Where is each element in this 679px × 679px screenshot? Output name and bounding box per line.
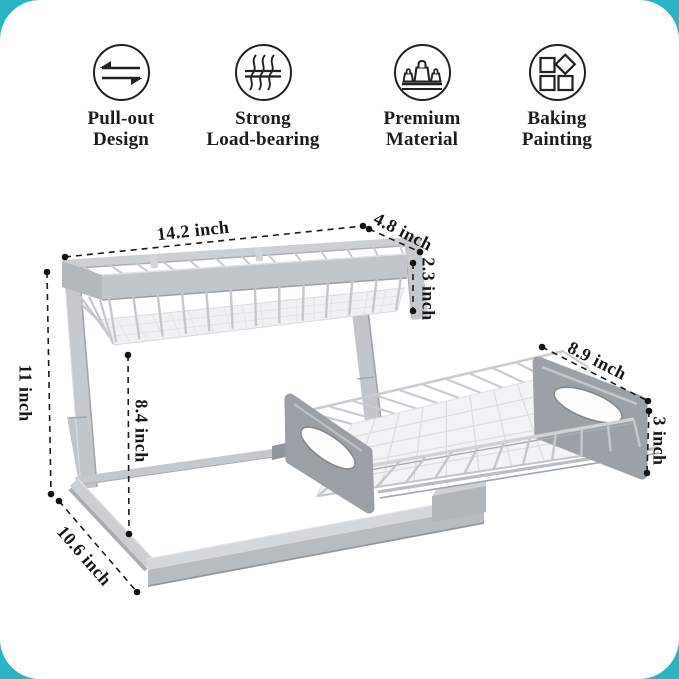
feature-circle xyxy=(234,44,292,101)
drawer-left-panel xyxy=(284,393,375,514)
dim-total-height-label: 11 inch xyxy=(15,364,36,422)
dim-line-total-height xyxy=(46,271,52,495)
left-panel-handle-cutout xyxy=(300,426,356,470)
dim-line-base-depth xyxy=(58,500,138,593)
drawer-right-panel xyxy=(532,356,648,480)
base-frame xyxy=(68,446,485,587)
dimension-lines xyxy=(46,225,650,593)
right-panel-handle-cutout xyxy=(553,386,623,424)
weights-platform-icon xyxy=(402,59,442,90)
feature-circle xyxy=(528,44,586,101)
dim-line-top-length xyxy=(64,225,364,258)
dim-line-drawer-depth xyxy=(541,346,649,402)
feature-circle xyxy=(92,44,150,101)
bottom-drawer xyxy=(272,349,648,514)
top-basket xyxy=(61,236,428,346)
left-post xyxy=(63,266,98,490)
dim-line-top-depth xyxy=(368,228,421,253)
squares-diamond-icon xyxy=(539,52,577,91)
top-basket-left-wires xyxy=(66,289,115,345)
slide-rail xyxy=(377,446,660,522)
top-basket-front-wires xyxy=(107,276,403,343)
dim-drawer-height-label: 3 inch xyxy=(649,416,670,466)
dim-top-height-label: 2.3 inch xyxy=(418,257,439,321)
dim-line-under-clearance xyxy=(127,354,130,535)
pull-out-arrows-icon xyxy=(99,60,143,85)
drawer-back-wires xyxy=(305,351,589,426)
feature-circle xyxy=(393,44,451,101)
dim-under-clearance-label: 8.4 inch xyxy=(131,399,152,463)
load-bearing-waves-icon xyxy=(245,53,281,91)
dimension-endpoint-dots xyxy=(43,222,653,596)
